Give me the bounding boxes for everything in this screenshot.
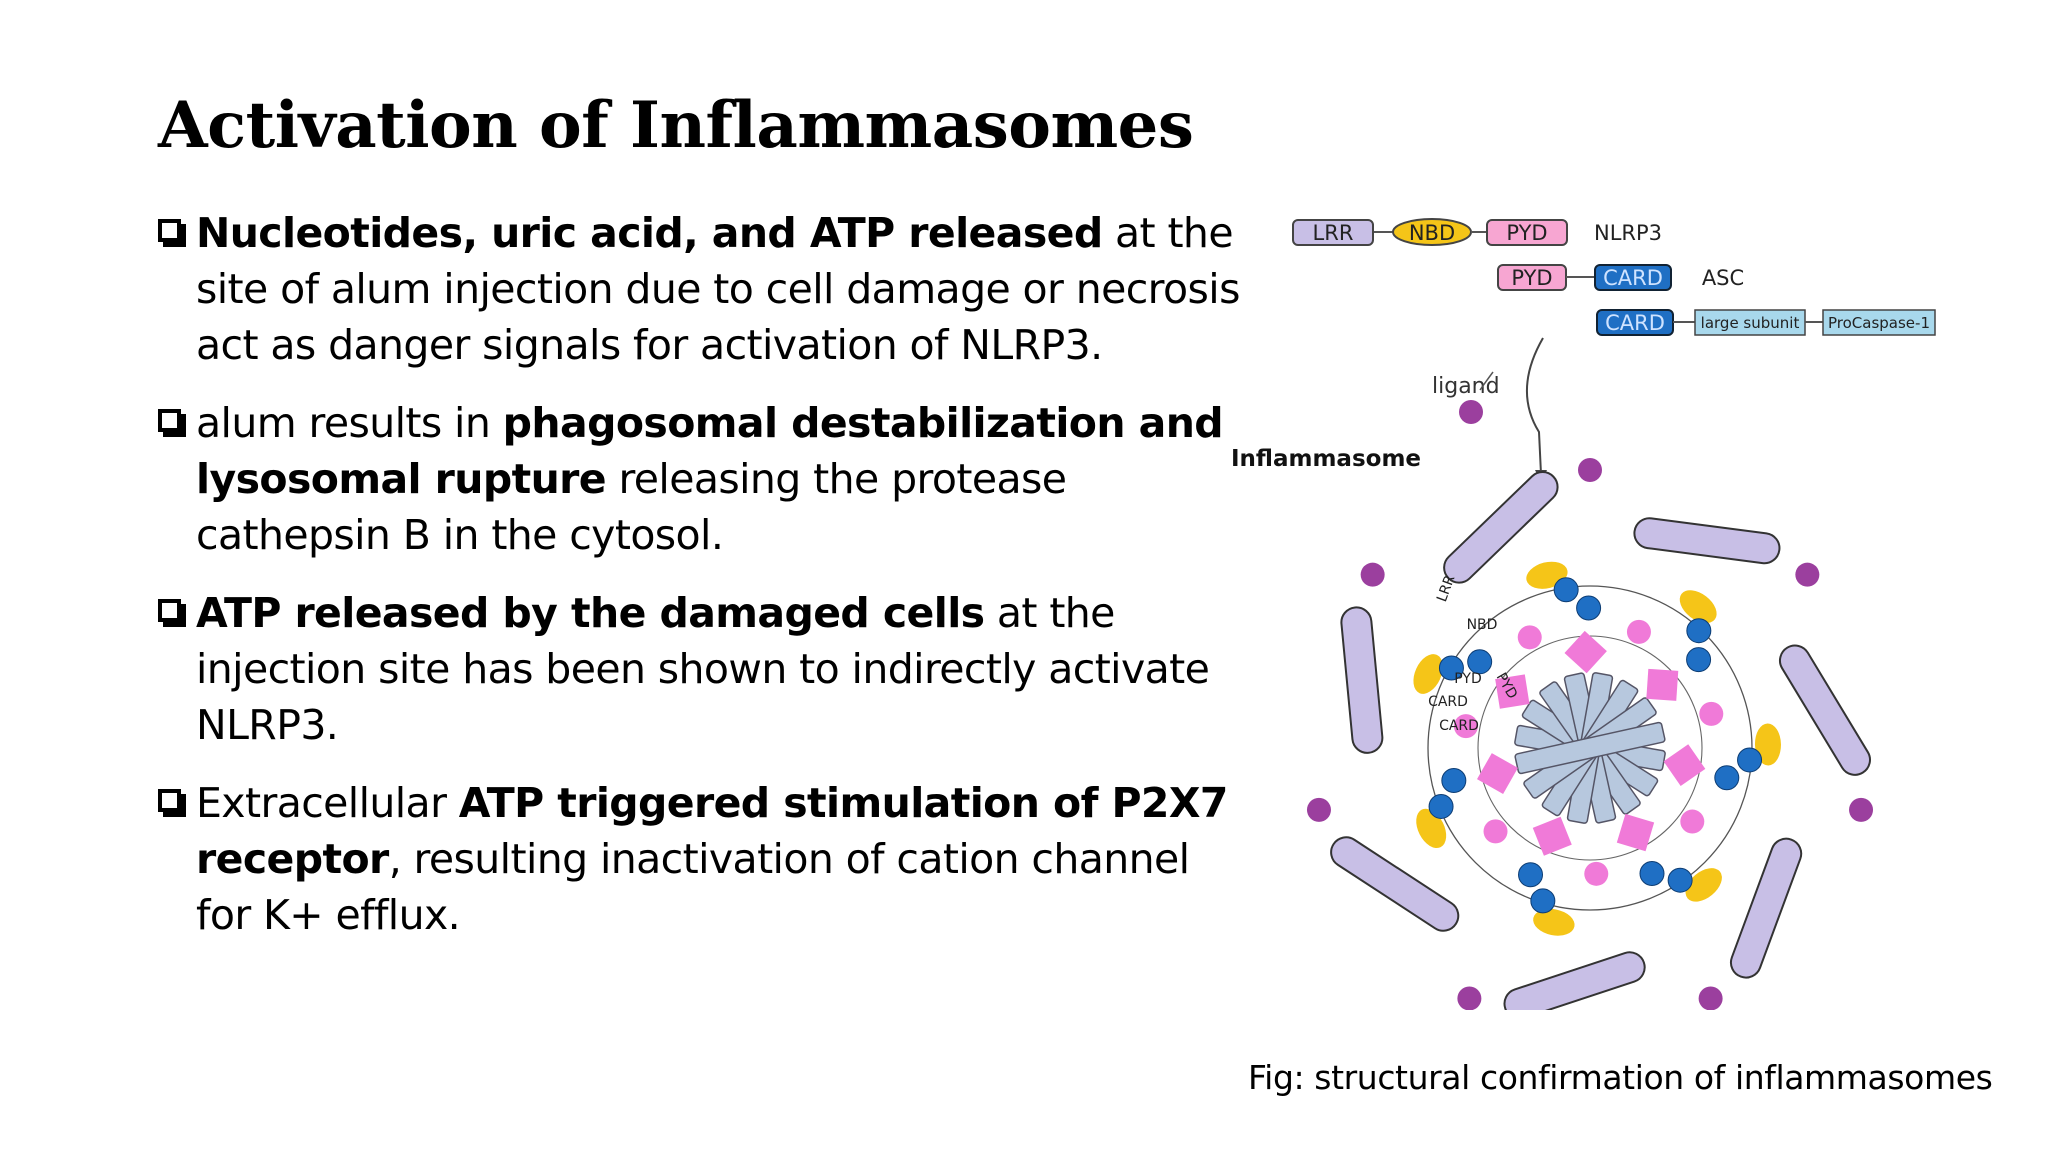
card-domain	[1667, 867, 1693, 893]
card-domain	[1686, 618, 1712, 644]
lrr-domain	[1778, 644, 1871, 776]
pyd-domain	[1486, 219, 1568, 246]
pyd-domain	[1483, 819, 1508, 844]
large-subunit-label: large subunit	[1701, 314, 1800, 332]
card-domain	[1553, 577, 1579, 603]
ligand-pointer	[1479, 371, 1494, 391]
bullet-bold-text: ATP released by the damaged cells	[196, 589, 985, 637]
bullet-text: at the injection site has been shown to …	[196, 589, 1210, 749]
nbd-label: NBD	[1467, 617, 1498, 633]
lrr-domain	[1503, 951, 1646, 1010]
bullet-item: alum results in phagosomal destabilizati…	[158, 395, 1248, 563]
bullet-text: at the site of alum injection due to cel…	[196, 209, 1240, 369]
ligand-icon	[1849, 797, 1874, 822]
bullet-bold-text: phagosomal destabilization and lysosomal…	[196, 399, 1224, 503]
lrr-domain	[1633, 517, 1781, 565]
pyd-domain	[1680, 809, 1705, 834]
pyd-domain	[1616, 813, 1655, 852]
asc-domain-row: PYD CARD ASC	[1497, 264, 1744, 291]
nbd-domain	[1679, 590, 1717, 624]
bullet-text: Extracellular	[196, 779, 459, 827]
card-label: CARD	[1439, 718, 1479, 734]
pyd-domain	[1532, 816, 1572, 856]
pyd-domain-label: PYD	[1506, 221, 1547, 245]
procaspase-label: ProCaspase-1	[1828, 314, 1930, 332]
checkbox-bullet-icon	[158, 599, 181, 622]
bullet-bold-text: ATP triggered stimulation of P2X7 recept…	[196, 779, 1228, 883]
card-domain	[1518, 862, 1544, 888]
checkbox-bullet-icon	[158, 409, 181, 432]
inflammasome-figure: LRR NBD PYD NLRP3 PYD CARD ASC CARD larg…	[1225, 200, 1965, 1010]
card-domain	[1467, 649, 1493, 675]
pyd-domain	[1646, 668, 1679, 701]
pyd-domain	[1626, 619, 1651, 644]
card-domain	[1530, 888, 1556, 914]
card-domain	[1594, 264, 1672, 291]
ligand-icon	[1795, 562, 1820, 587]
pyd-domain	[1564, 630, 1607, 674]
pyd-domain	[1477, 753, 1518, 794]
pyd-domain	[1663, 744, 1706, 787]
procaspase-domain-row: CARD large subunit ProCaspase-1	[1596, 309, 1936, 336]
figure-caption: Fig: structural confirmation of inflamma…	[1248, 1058, 1993, 1097]
bullet-text: alum results in	[196, 399, 503, 447]
inflammasome-complex	[1306, 458, 1874, 1010]
lrr-domain	[1340, 606, 1384, 754]
checkbox-bullet-icon	[158, 789, 181, 812]
bullet-list: Nucleotides, uric acid, and ATP released…	[158, 205, 1248, 965]
caspase-spoke	[1514, 721, 1666, 775]
card-domain	[1714, 765, 1740, 791]
pyd-domain-label: PYD	[1511, 266, 1552, 290]
nbd-domain	[1413, 654, 1443, 694]
lrr-domain	[1292, 219, 1374, 246]
bullet-item: Nucleotides, uric acid, and ATP released…	[158, 205, 1248, 373]
ligand-icon	[1306, 797, 1331, 822]
card-domain	[1686, 647, 1712, 673]
nbd-domain	[1685, 868, 1722, 902]
pyd-domain	[1495, 674, 1530, 709]
card-domain-label: CARD	[1605, 311, 1665, 335]
card-domain	[1639, 861, 1665, 887]
lrr-domain	[1443, 471, 1559, 584]
card-domain	[1737, 747, 1763, 773]
card-domain	[1438, 655, 1464, 681]
procaspase-domain	[1822, 309, 1936, 336]
bullet-item: Extracellular ATP triggered stimulation …	[158, 775, 1248, 943]
card-domain-label: CARD	[1603, 266, 1663, 290]
ligand-icon	[1360, 562, 1385, 587]
ligand-icon	[1698, 986, 1723, 1010]
nlrp3-label: NLRP3	[1594, 221, 1662, 245]
slide-title: Activation of Inflammasomes	[158, 88, 1194, 163]
card-domain	[1441, 768, 1467, 794]
lrr-domain	[1330, 836, 1460, 932]
ligand-icon	[1457, 986, 1482, 1010]
bullet-bold-text: Nucleotides, uric acid, and ATP released	[196, 209, 1103, 257]
arrow-icon	[1525, 337, 1544, 475]
pyd-domain	[1699, 701, 1724, 726]
large-subunit-domain	[1694, 309, 1806, 336]
nbd-domain	[1754, 723, 1781, 766]
pyd-domain	[1453, 714, 1478, 739]
nlrp3-domain-row: LRR NBD PYD NLRP3	[1292, 218, 1662, 246]
nbd-domain	[1533, 908, 1575, 936]
pyd-label: PYD	[1454, 671, 1481, 687]
ligand-icon	[1578, 458, 1602, 482]
card-domain	[1428, 793, 1454, 819]
bullet-text: releasing the protease cathepsin B in th…	[196, 455, 1067, 559]
ligand-icon	[1459, 400, 1483, 424]
card-domain	[1576, 595, 1602, 621]
asc-label: ASC	[1702, 266, 1744, 290]
complex-labels: LRR NBD PYD PYD CARD CARD	[1428, 573, 1520, 734]
card-label: CARD	[1428, 694, 1468, 710]
checkbox-bullet-icon	[158, 219, 181, 242]
lrr-label: LRR	[1434, 573, 1458, 604]
nbd-domain-label: NBD	[1409, 221, 1455, 245]
lrr-domain	[1729, 837, 1803, 979]
inflammasome-label: Inflammasome	[1231, 446, 1421, 472]
lrr-domain-label: LRR	[1313, 221, 1354, 245]
pyd-domain	[1517, 625, 1542, 650]
pyd-domain	[1584, 861, 1609, 886]
bullet-text: , resulting inactivation of cation chann…	[196, 835, 1190, 939]
bullet-item: ATP released by the damaged cells at the…	[158, 585, 1248, 753]
